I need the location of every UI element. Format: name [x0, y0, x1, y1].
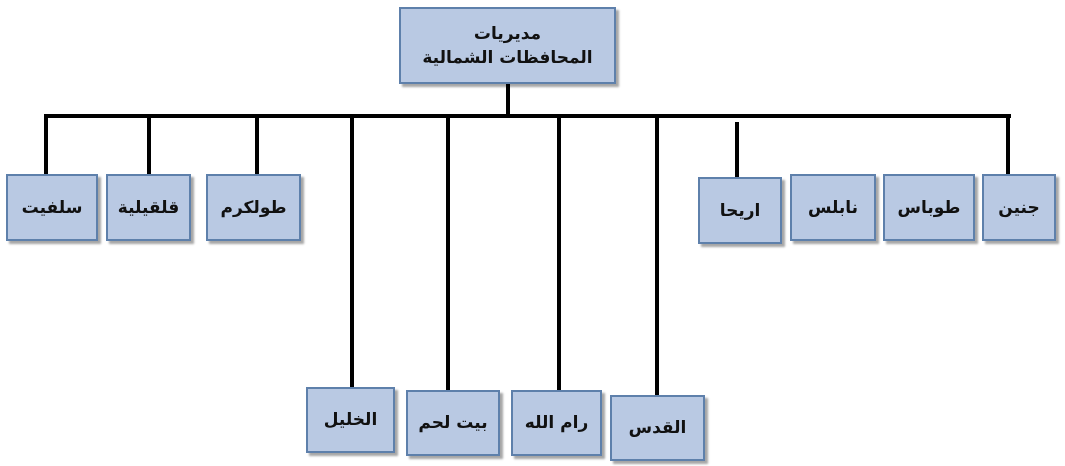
node-label: نابلس: [807, 197, 859, 218]
connector-bethlehem: [446, 116, 450, 392]
connector-ramallah: [557, 116, 561, 392]
root-title-line1: مديريات: [473, 23, 542, 44]
node-bethlehem: بيت لحم: [406, 390, 500, 456]
node-qalqilya: قلقيلية: [106, 174, 191, 241]
node-label: قلقيلية: [117, 197, 180, 218]
node-tulkarm: طولكرم: [206, 174, 301, 241]
node-tubas: طوباس: [883, 174, 975, 241]
connector-tulkarm: [255, 116, 259, 174]
node-jericho: اريحا: [698, 177, 782, 244]
node-label: الخليل: [323, 410, 378, 430]
connector-salfit: [44, 116, 48, 174]
node-label: طوباس: [897, 197, 961, 218]
node-ramallah: رام الله: [511, 390, 602, 456]
connector-root-stem: [506, 82, 510, 116]
connector-jenin: [1006, 116, 1010, 174]
node-label: اريحا: [719, 200, 761, 221]
connector-hebron: [350, 116, 354, 388]
node-label: القدس: [628, 418, 687, 438]
node-label: جنين: [998, 197, 1040, 218]
connector-jerusalem: [655, 116, 659, 396]
node-salfit: سلفيت: [6, 174, 98, 241]
node-label: بيت لحم: [418, 413, 488, 433]
connector-jericho: [735, 122, 739, 178]
node-label: رام الله: [524, 413, 589, 433]
root-node-northern-governorates: مديريات المحافظات الشمالية: [399, 7, 616, 84]
connector-qalqilya: [147, 116, 151, 174]
node-nablus: نابلس: [790, 174, 876, 241]
node-label: طولكرم: [220, 197, 287, 218]
node-jerusalem: القدس: [610, 395, 705, 461]
connector-horizontal-bus: [44, 114, 1011, 118]
node-hebron: الخليل: [306, 387, 395, 453]
root-title-line2: المحافظات الشمالية: [422, 47, 593, 68]
node-jenin: جنين: [982, 174, 1056, 241]
node-label: سلفيت: [21, 197, 83, 218]
